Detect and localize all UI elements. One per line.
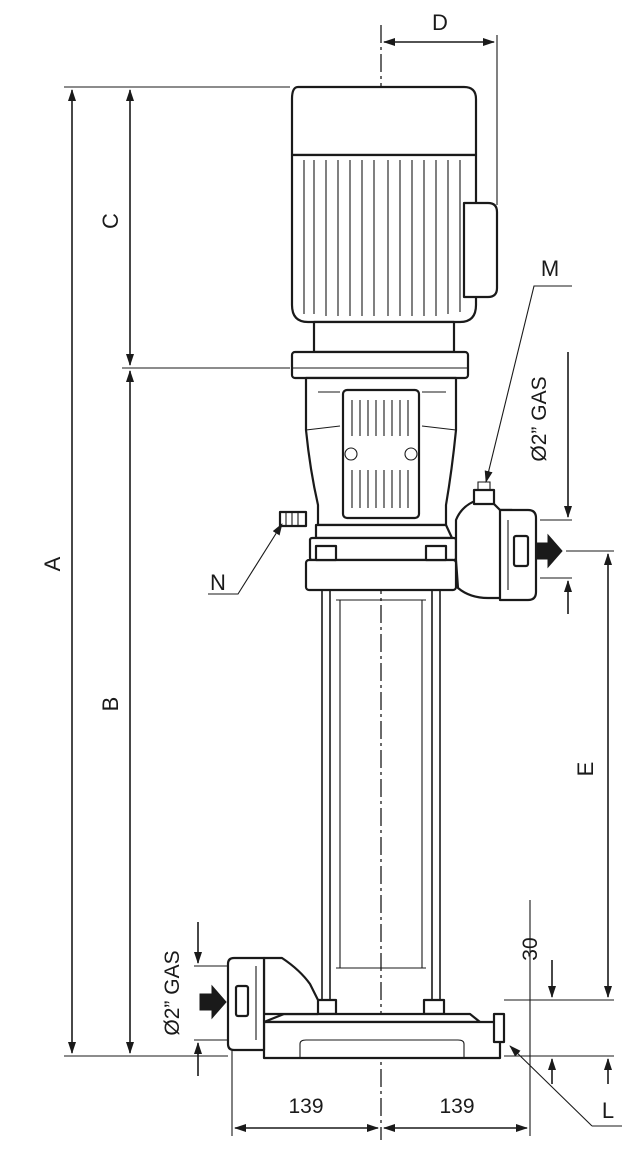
terminal-box — [462, 201, 499, 299]
outlet-thread-label: Ø2” GAS — [528, 376, 551, 461]
outlet-flow-arrow — [535, 533, 563, 569]
lantern-bracket — [304, 376, 458, 527]
motor-flange — [290, 350, 470, 380]
pump-body-sleeve — [321, 590, 441, 1000]
motor — [290, 85, 499, 354]
label-e: E — [573, 762, 598, 777]
dimension-lines — [64, 35, 614, 1136]
label-n: N — [210, 570, 226, 595]
base-height-label: 30 — [519, 937, 542, 960]
coupling-guard — [341, 388, 421, 520]
right-width-label: 139 — [439, 1095, 474, 1118]
label-d: D — [432, 10, 448, 35]
motor-cooling-fins — [303, 160, 461, 316]
pump-head — [278, 481, 538, 602]
label-m: M — [541, 256, 559, 281]
priming-plug — [472, 488, 496, 506]
pump-base — [226, 956, 506, 1060]
label-a: A — [40, 556, 65, 571]
inlet-flow-arrow — [199, 984, 227, 1020]
inlet-port — [262, 956, 320, 1016]
drain-plug-l — [492, 1012, 506, 1044]
drain-plug — [278, 510, 308, 528]
label-b: B — [98, 697, 123, 712]
leader-lines — [208, 285, 622, 1127]
inlet-thread-label: Ø2” GAS — [161, 950, 184, 1035]
left-width-label: 139 — [288, 1095, 323, 1118]
label-l: L — [602, 1098, 614, 1123]
label-c: C — [98, 213, 123, 229]
